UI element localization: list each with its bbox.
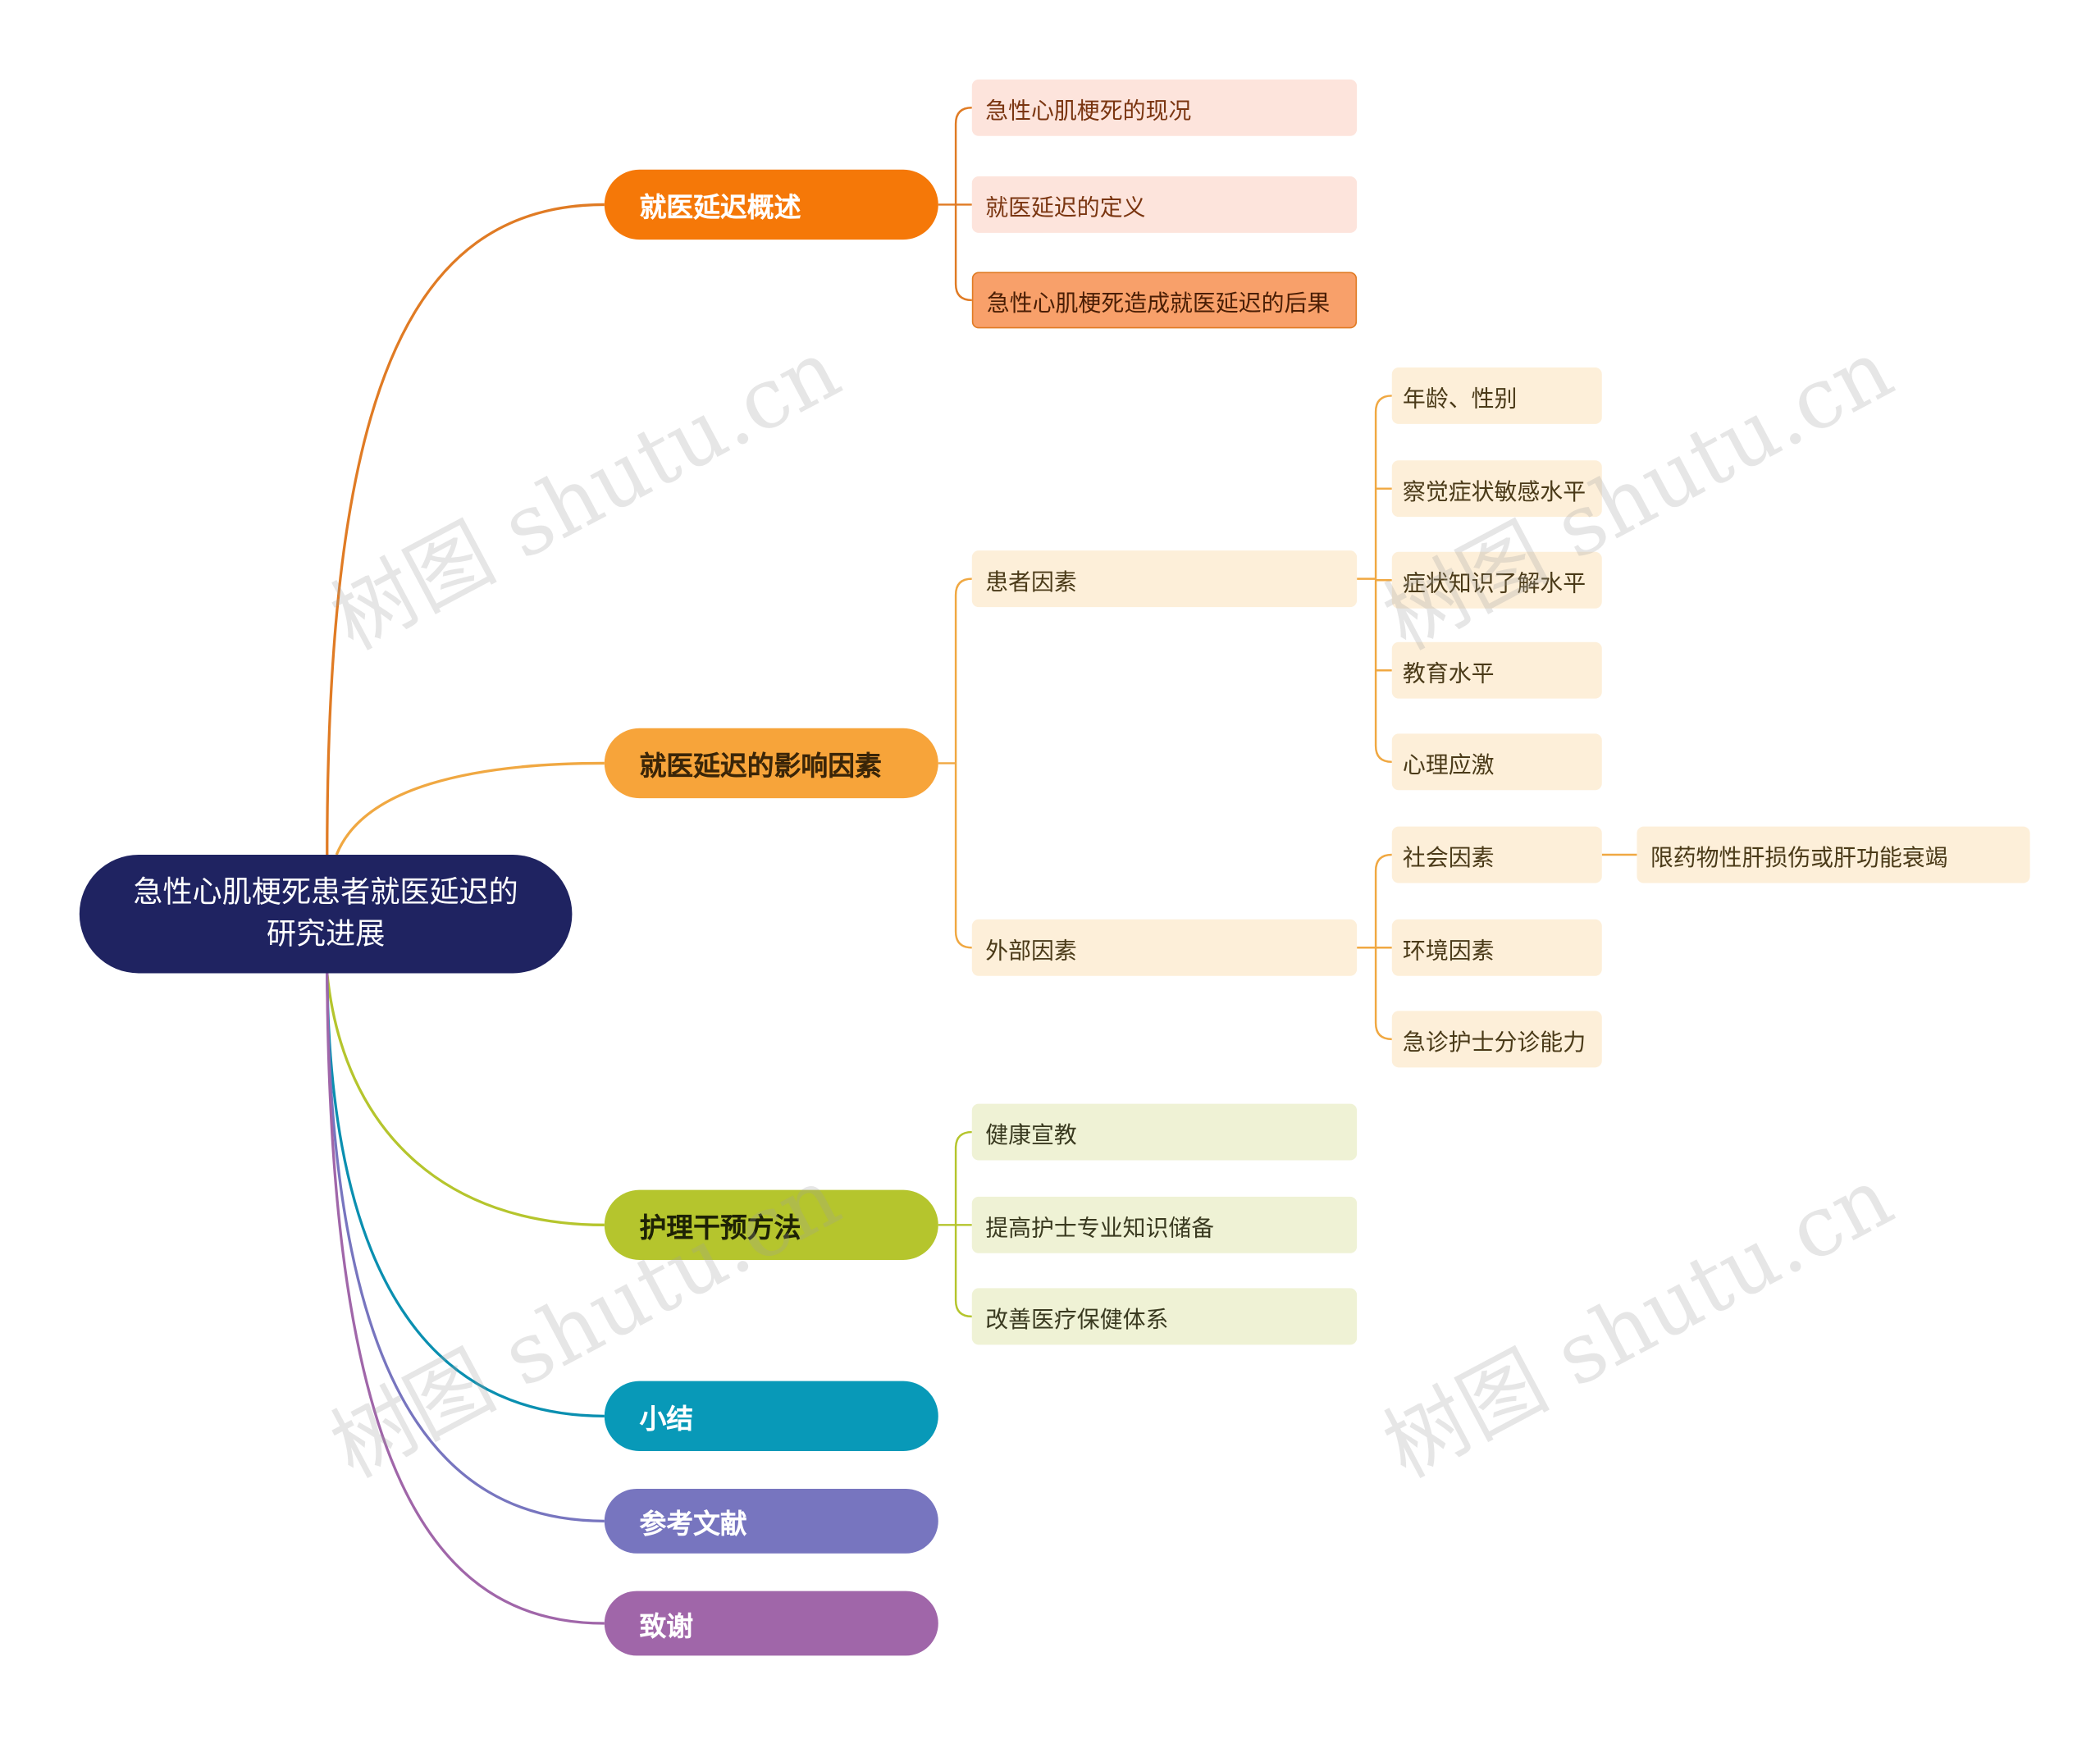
- leaf-label: 改善医疗保健体系: [985, 1306, 1169, 1334]
- leaf-factors-external[interactable]: 外部因素: [971, 919, 1358, 976]
- leaf-label: 心理应激: [1402, 751, 1495, 779]
- branch-nursing-label: 护理干预方法: [639, 1211, 801, 1244]
- leaf-label: 急性心肌梗死造成就医延迟的后果: [986, 290, 1331, 317]
- leaf-label: 年龄、性别: [1402, 386, 1518, 413]
- links-factors: [938, 395, 1637, 1041]
- leaf-label: 患者因素: [985, 568, 1077, 596]
- leaf-factors-patient[interactable]: 患者因素: [971, 550, 1358, 608]
- link-root-nursing: [326, 973, 605, 1226]
- link-root-factors: [335, 761, 605, 856]
- branch-overview-label: 就医延迟概述: [639, 190, 801, 223]
- links-nursing: [938, 1130, 972, 1318]
- leaf-external-social[interactable]: 社会因素: [1391, 826, 1602, 883]
- branch-overview[interactable]: 就医延迟概述: [604, 169, 938, 240]
- branch-factors[interactable]: 就医延迟的影响因素: [604, 728, 938, 799]
- branch-thanks[interactable]: 致谢: [604, 1591, 938, 1656]
- leaf-label: 教育水平: [1402, 660, 1495, 687]
- branch-references-label: 参考文献: [639, 1507, 747, 1540]
- leaf-overview-current-status[interactable]: 急性心肌梗死的现况: [971, 79, 1358, 136]
- branch-thanks-label: 致谢: [639, 1609, 694, 1642]
- leaf-nursing-healthcare-system[interactable]: 改善医疗保健体系: [971, 1288, 1358, 1345]
- leaf-external-environment[interactable]: 环境因素: [1391, 919, 1602, 976]
- leaf-social-detail[interactable]: 限药物性肝损伤或肝功能衰竭: [1637, 826, 2030, 883]
- leaf-patient-age-gender[interactable]: 年龄、性别: [1391, 367, 1602, 424]
- leaf-nursing-health-education[interactable]: 健康宣教: [971, 1103, 1358, 1161]
- link-root-references: [326, 973, 605, 1522]
- leaf-label: 症状知识了解水平: [1402, 569, 1586, 597]
- leaf-label: 急诊护士分诊能力: [1402, 1029, 1586, 1057]
- leaf-patient-education[interactable]: 教育水平: [1391, 641, 1602, 699]
- leaf-patient-stress[interactable]: 心理应激: [1391, 733, 1602, 791]
- leaf-nursing-knowledge[interactable]: 提高护士专业知识储备: [971, 1196, 1358, 1253]
- branch-references[interactable]: 参考文献: [604, 1488, 938, 1554]
- leaf-label: 察觉症状敏感水平: [1402, 478, 1586, 506]
- branch-summary[interactable]: 小结: [604, 1381, 938, 1451]
- leaf-label: 提高护士专业知识储备: [985, 1215, 1215, 1242]
- root-topic[interactable]: 急性心肌梗死患者就医延迟的研究进展: [79, 855, 573, 974]
- leaf-overview-consequences[interactable]: 急性心肌梗死造成就医延迟的后果: [971, 272, 1358, 329]
- leaf-label: 限药物性肝损伤或肝功能衰竭: [1650, 844, 1948, 872]
- leaf-label: 环境因素: [1402, 937, 1495, 965]
- leaf-label: 就医延迟的定义: [985, 194, 1146, 221]
- leaf-label: 社会因素: [1402, 844, 1495, 872]
- links-overview: [938, 107, 972, 302]
- link-root-thanks: [326, 973, 605, 1625]
- leaf-external-triage[interactable]: 急诊护士分诊能力: [1391, 1011, 1602, 1068]
- leaf-label: 健康宣教: [985, 1121, 1077, 1149]
- leaf-label: 急性心肌梗死的现况: [985, 97, 1192, 125]
- branch-summary-label: 小结: [639, 1402, 694, 1435]
- leaf-overview-definition[interactable]: 就医延迟的定义: [971, 176, 1358, 233]
- branch-nursing[interactable]: 护理干预方法: [604, 1189, 938, 1260]
- link-root-summary: [326, 973, 605, 1417]
- leaf-patient-symptom-knowledge[interactable]: 症状知识了解水平: [1391, 551, 1602, 609]
- link-root-overview: [326, 203, 605, 856]
- leaf-patient-symptom-sensitivity[interactable]: 察觉症状敏感水平: [1391, 460, 1602, 518]
- root-label: 急性心肌梗死患者就医延迟的研究进展: [133, 876, 518, 952]
- branch-factors-label: 就医延迟的影响因素: [639, 749, 882, 782]
- leaf-label: 外部因素: [985, 937, 1077, 965]
